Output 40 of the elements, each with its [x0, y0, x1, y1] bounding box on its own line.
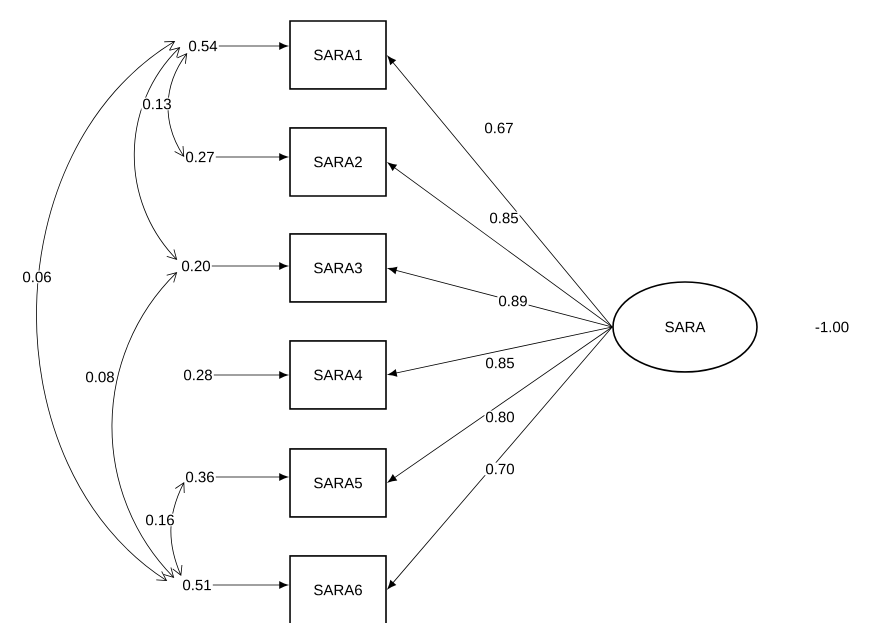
- loading-arrow: [388, 266, 613, 328]
- edge-label: 0.08: [84, 370, 116, 384]
- covariance-arrow: [112, 272, 178, 578]
- edge-label: 0.85: [484, 356, 516, 370]
- edge-label: 0.80: [484, 410, 516, 424]
- edge-label: 0.67: [483, 122, 515, 134]
- indicator-box: SARA6: [289, 555, 387, 623]
- indicator-box: SARA1: [289, 20, 387, 90]
- indicator-box: SARA5: [289, 448, 387, 518]
- loading-arrow: [387, 56, 613, 328]
- error-arrow: [215, 153, 288, 161]
- error-arrow: [218, 42, 288, 50]
- covariance-arrow: [134, 47, 180, 260]
- variance-value: -1.00: [816, 322, 848, 332]
- edge-label: 0.70: [484, 462, 516, 476]
- error-arrow: [211, 262, 288, 270]
- error-value: 0.27: [186, 152, 214, 162]
- error-arrow: [215, 473, 288, 481]
- covariance-arrow: [36, 40, 176, 581]
- error-arrow: [212, 581, 288, 589]
- covariance-arrow: [168, 52, 188, 157]
- error-value: 0.28: [184, 370, 212, 380]
- edge-label: 0.06: [21, 270, 53, 284]
- error-value: 0.36: [186, 472, 214, 482]
- edge-label: 0.89: [497, 294, 529, 308]
- loading-arrow: [388, 162, 613, 328]
- edge-label: 0.13: [141, 98, 173, 110]
- edge-label: 0.85: [488, 212, 520, 224]
- indicator-box: SARA2: [289, 127, 387, 197]
- error-value: 0.20: [182, 260, 210, 272]
- covariance-arrow: [170, 482, 185, 576]
- indicator-box: SARA4: [289, 340, 387, 410]
- error-value: 0.51: [183, 580, 211, 590]
- edge-label: 0.16: [144, 514, 176, 526]
- error-arrow: [213, 371, 288, 379]
- loading-arrow: [388, 326, 613, 482]
- error-value: 0.54: [189, 40, 218, 52]
- loading-arrow: [387, 326, 613, 590]
- loading-arrow: [388, 326, 613, 377]
- indicator-box: SARA3: [289, 233, 387, 303]
